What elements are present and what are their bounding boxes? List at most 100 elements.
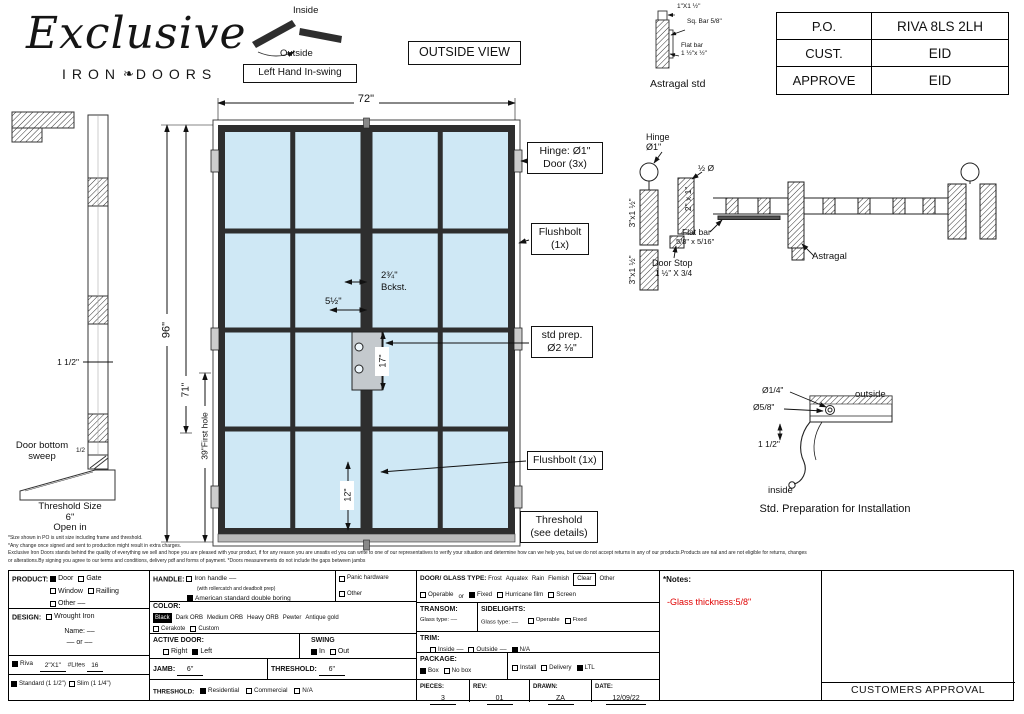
swing-outside-label: Outside [280, 48, 313, 59]
checkbox-icon[interactable] [420, 591, 426, 598]
active-left-option[interactable]: Left [192, 646, 212, 657]
checkbox-icon[interactable] [339, 591, 345, 597]
checkbox-icon[interactable] [50, 600, 56, 607]
trim-na-option[interactable]: N/A [511, 644, 530, 655]
date-value[interactable]: 12/09/22 [606, 693, 646, 705]
drawn-value[interactable]: ZA [547, 693, 574, 705]
checkbox-icon[interactable] [87, 588, 94, 594]
product-door-option[interactable]: Door [50, 573, 73, 584]
panic-hardware-option[interactable]: Panic hardware [339, 573, 389, 584]
hurricane-film-option[interactable]: Hurricane film [497, 589, 543, 600]
swing-caption: Left Hand In-swing [243, 64, 357, 83]
checkbox-icon[interactable] [46, 613, 53, 620]
swing-out-option[interactable]: Out [329, 646, 349, 657]
color-pewter-option[interactable]: Pewter [283, 613, 302, 623]
glass-frost-option[interactable]: Frost [488, 574, 502, 585]
threshold-dim-value[interactable]: 6" [318, 664, 345, 676]
wrought-iron-option[interactable]: Wrought Iron [46, 611, 94, 622]
design-name-value[interactable]: –– [86, 627, 95, 635]
checkbox-icon[interactable] [468, 591, 475, 598]
checkbox-icon[interactable] [186, 575, 193, 582]
signature-line[interactable] [821, 682, 1015, 683]
checkbox-icon[interactable] [11, 680, 17, 687]
slim-option[interactable]: Slim (1 1/4") [68, 678, 111, 689]
ltl-option[interactable]: LTL [576, 662, 595, 673]
swing-in-option[interactable]: In [311, 646, 325, 657]
outside-view-label: OUTSIDE VIEW [408, 41, 521, 65]
delivery-option[interactable]: Delivery [541, 662, 572, 673]
checkbox-icon[interactable] [192, 648, 199, 655]
glass-other-option[interactable]: Other [600, 574, 615, 585]
color-black-option[interactable]: Black [153, 613, 172, 623]
option-label: Flemish [548, 576, 570, 582]
checkbox-icon[interactable] [541, 664, 548, 671]
sidelights-fixed-option[interactable]: Fixed [564, 615, 587, 626]
checkbox-icon[interactable] [163, 648, 169, 655]
checkbox-icon[interactable] [512, 664, 518, 671]
standard-option[interactable]: Standard (1 1/2") [11, 678, 66, 689]
checkbox-icon[interactable] [78, 575, 85, 582]
checkbox-icon[interactable] [420, 667, 426, 674]
option-label: Clear [573, 573, 596, 586]
residential-option[interactable]: Residential [200, 685, 239, 696]
checkbox-icon[interactable] [190, 626, 197, 632]
plan-hinge-dia: Ø1" [646, 142, 662, 152]
package-no-box-option[interactable]: No box [443, 665, 471, 676]
screen-option[interactable]: Screen [548, 589, 576, 600]
checkbox-icon[interactable] [329, 648, 336, 655]
pieces-value[interactable]: 3 [430, 693, 456, 705]
cerakote-option[interactable]: Cerakote [153, 624, 185, 634]
glass-clear-option[interactable]: Clear [573, 573, 596, 586]
lites-value[interactable]: 16 [86, 660, 103, 672]
jamb-value[interactable]: 6" [177, 664, 204, 676]
form-line [416, 679, 659, 680]
checkbox-icon[interactable] [12, 660, 18, 667]
checkbox-icon[interactable] [153, 626, 159, 632]
custom-color-option[interactable]: Custom [190, 624, 219, 634]
checkbox-icon[interactable] [576, 664, 583, 671]
checkbox-icon[interactable] [339, 575, 345, 582]
riva-dim-value[interactable]: 2"X1" [39, 660, 66, 672]
color-heavy-orb-option[interactable]: Heavy ORB [247, 613, 279, 623]
checkbox-icon[interactable] [564, 617, 571, 624]
riva-option[interactable]: Riva [12, 658, 33, 669]
product-window-option[interactable]: Window [50, 586, 83, 597]
checkbox-icon[interactable] [497, 591, 504, 598]
glass-flemish-option[interactable]: Flemish [548, 574, 569, 585]
checkbox-icon[interactable] [548, 591, 555, 598]
checkbox-icon[interactable] [527, 617, 534, 624]
product-other-option[interactable]: Other–– [50, 598, 85, 609]
checkbox-icon[interactable] [50, 575, 57, 582]
install-option[interactable]: Install [512, 662, 536, 673]
checkbox-icon[interactable] [200, 687, 207, 694]
commercial-option[interactable]: Commercial [245, 685, 288, 696]
checkbox-icon[interactable] [187, 595, 193, 601]
product-gate-option[interactable]: Gate [78, 573, 102, 584]
handle-other-option[interactable]: Other [339, 589, 362, 600]
glass-rain-option[interactable]: Rain [532, 574, 544, 585]
checkbox-icon[interactable] [68, 680, 75, 687]
fixed-option[interactable]: Fixed [468, 589, 492, 600]
checkbox-icon[interactable] [50, 588, 56, 594]
jamb-label: JAMB: [153, 666, 176, 673]
sidelights-operable-option[interactable]: Operable [527, 615, 560, 626]
package-box-option[interactable]: Box [420, 665, 439, 676]
color-antique-gold-option[interactable]: Antique gold [305, 613, 338, 623]
glass-aquatex-option[interactable]: Aquatex [506, 574, 528, 585]
checkbox-icon[interactable] [311, 648, 317, 655]
threshold-na-option[interactable]: N/A [294, 685, 313, 696]
checkbox-icon[interactable] [294, 687, 301, 694]
threshold-callout: Threshold (see details) [520, 511, 598, 544]
operable-option[interactable]: Operable [420, 589, 453, 600]
iron-handle-option[interactable]: Iron handle–– [186, 573, 236, 584]
product-railling-option[interactable]: Railling [87, 586, 119, 597]
active-right-option[interactable]: Right [163, 646, 187, 657]
checkbox-icon[interactable] [245, 687, 252, 694]
color-medium-orb-option[interactable]: Medium ORB [207, 613, 243, 623]
rev-value[interactable]: 01 [486, 693, 513, 705]
transom-glass-type-value[interactable]: –– [450, 617, 458, 623]
checkbox-icon[interactable] [443, 667, 450, 674]
american-boring-option[interactable]: American standard double boring [187, 593, 291, 604]
sidelights-glass-type-value[interactable]: –– [511, 619, 519, 626]
color-dark-orb-option[interactable]: Dark ORB [176, 613, 203, 623]
